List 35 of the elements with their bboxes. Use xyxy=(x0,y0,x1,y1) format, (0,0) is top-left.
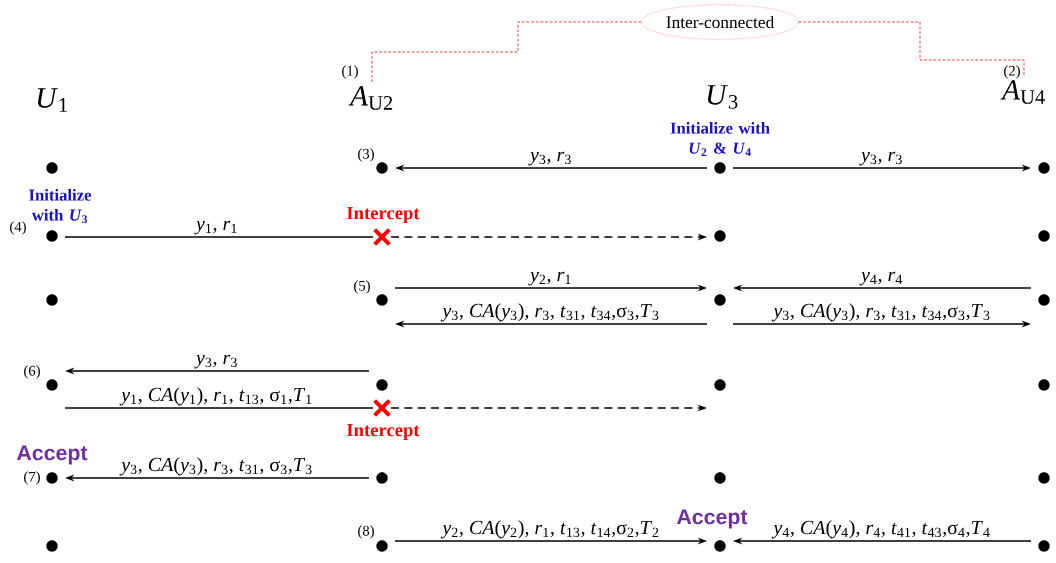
column-heading: U$_{1}$ xyxy=(37,88,67,112)
edge-label: y$_{3}$, CA(y$_{3}$), r$_{3}$, t$_{31}$, σ$_{3}$,T$_{3}$ xyxy=(119,455,315,477)
ellipse-label: Inter-connected xyxy=(641,4,799,40)
cross-mark xyxy=(372,398,392,418)
step-number: (6) xyxy=(24,365,40,379)
edge-label: y$_{2}$, r$_{1}$ xyxy=(528,270,574,287)
edge-label: y$_{3}$, CA(y$_{3}$), r$_{3}$, t$_{31}$, t$_{34}$,σ$_{3}$,T$_{3}$ xyxy=(440,301,661,323)
step-number: (4) xyxy=(10,221,26,235)
status-label: Intercept xyxy=(347,423,420,441)
step-number: (1) xyxy=(342,65,358,79)
annotation: Initialize with U$_{2}$ & U$_{4}$ xyxy=(670,122,770,156)
edge-label: y$_{4}$, CA(y$_{4}$), r$_{4}$, t$_{41}$, t$_{43}$,σ$_{4}$,T$_{4}$ xyxy=(771,518,992,540)
edge-label: y$_{3}$, r$_{3}$ xyxy=(528,150,574,167)
cross-mark xyxy=(372,227,392,247)
column-heading: U$_{3}$ xyxy=(707,85,738,109)
step-number: (5) xyxy=(354,280,370,294)
connector-line xyxy=(371,21,642,84)
step-number: (8) xyxy=(358,525,374,539)
step-number: (7) xyxy=(24,471,40,485)
edge-label: y$_{4}$, r$_{4}$ xyxy=(859,270,905,287)
edge-label: y$_{3}$, r$_{3}$ xyxy=(859,150,905,167)
step-number: (2) xyxy=(1004,65,1020,79)
edge-label: y$_{3}$, r$_{3}$ xyxy=(194,353,240,370)
edge-label: y$_{1}$, r$_{1}$ xyxy=(194,219,240,236)
column-heading: A$_{U2}$ xyxy=(348,86,393,110)
edge-label: y$_{3}$, CA(y$_{3}$), r$_{3}$, t$_{31}$, t$_{34}$,σ$_{3}$,T$_{3}$ xyxy=(771,301,992,323)
edge-label: y$_{1}$, CA(y$_{1}$), r$_{1}$, t$_{13}$, σ$_{1}$,T$_{1}$ xyxy=(119,385,315,407)
annotation: Initialize with U$_{3}$ xyxy=(29,188,92,223)
status-label: Intercept xyxy=(347,206,420,224)
connector-line xyxy=(798,21,1025,78)
column-heading: A$_{U4}$ xyxy=(1000,80,1045,104)
status-label: Accept xyxy=(16,445,88,465)
step-number: (3) xyxy=(358,148,374,162)
edge-label: y$_{2}$, CA(y$_{2}$), r$_{1}$, t$_{13}$, t$_{14}$,σ$_{2}$,T$_{2}$ xyxy=(440,518,661,540)
status-label: Accept xyxy=(676,509,748,529)
